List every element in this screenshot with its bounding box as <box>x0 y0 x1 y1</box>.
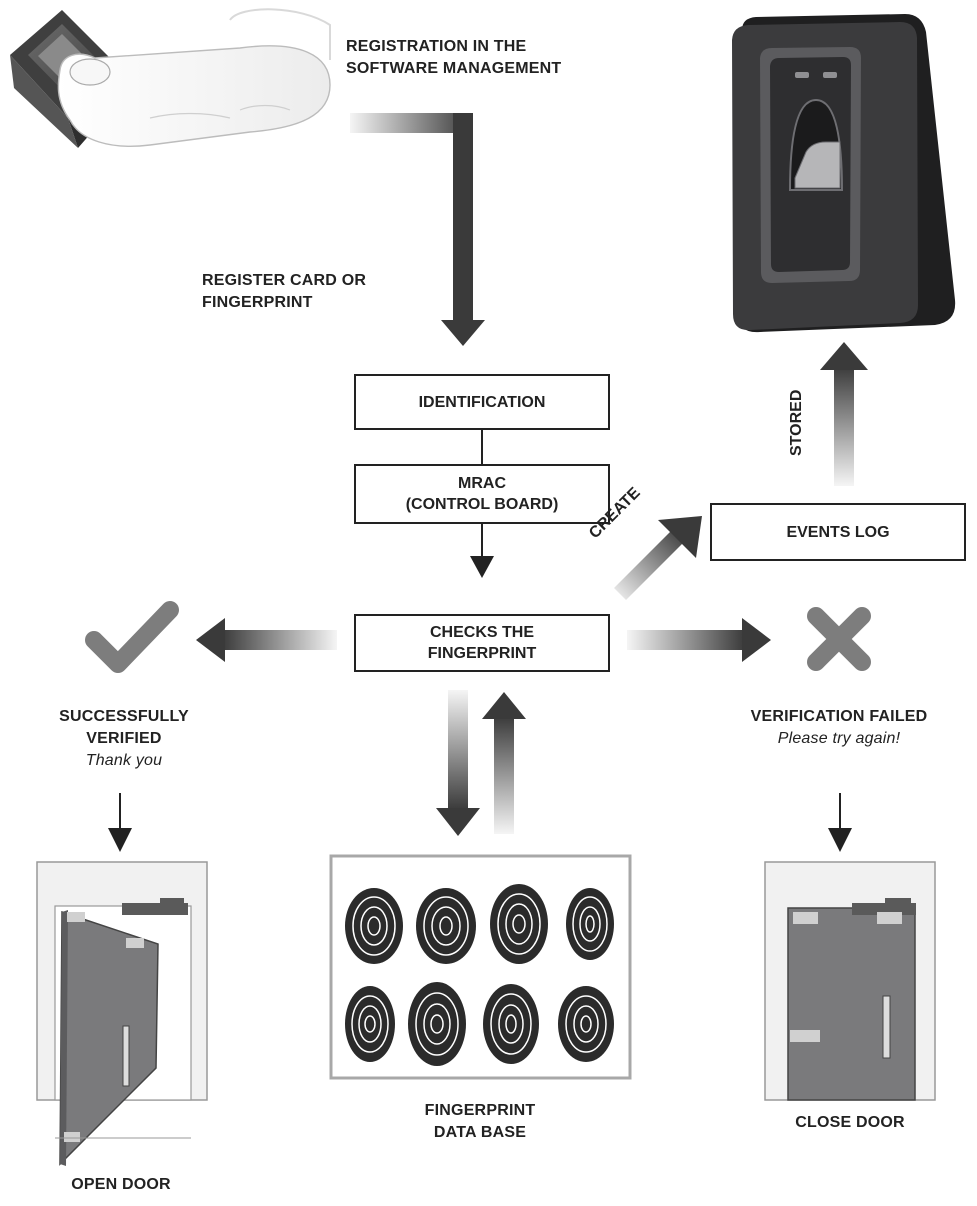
register-label-line2: FINGERPRINT <box>202 294 313 311</box>
fingerprint-icon <box>416 888 476 964</box>
stored-label: STORED <box>788 389 805 456</box>
events-log-label: EVENTS LOG <box>786 523 890 541</box>
mrac-checks-arrow <box>470 524 494 578</box>
database-label: FINGERPRINT DATA BASE <box>380 1100 580 1144</box>
finger-scanner-icon <box>10 8 331 148</box>
identification-label: IDENTIFICATION <box>418 393 546 411</box>
fingerprint-icon <box>408 982 466 1066</box>
registration-label-line2: SOFTWARE MANAGEMENT <box>346 60 562 77</box>
database-label-line1: FINGERPRINT <box>424 1102 536 1119</box>
fingerprint-icon <box>566 888 614 960</box>
checks-label-line1: CHECKS THE <box>429 624 534 641</box>
open-door-flow-arrow <box>108 793 132 852</box>
fingerprint-icon <box>483 984 539 1064</box>
cross-icon <box>807 607 871 671</box>
fingerprint-icon <box>345 888 403 964</box>
open-door-icon <box>36 861 208 1166</box>
success-label: SUCCESSFULLY VERIFIED Thank you <box>24 706 224 772</box>
mrac-label: MRAC <box>458 475 506 492</box>
failure-title: VERIFICATION FAILED <box>750 708 928 725</box>
failure-arrow <box>627 618 771 662</box>
closed-door-icon <box>764 861 936 1101</box>
query-database-arrow <box>436 690 480 836</box>
create-arrow <box>614 516 702 600</box>
registration-label-line1: REGISTRATION IN THE <box>346 38 527 55</box>
register-label-line1: REGISTER CARD OR <box>202 272 367 289</box>
mrac-box: MRAC (CONTROL BOARD) <box>354 464 610 524</box>
database-label-line2: DATA BASE <box>433 1124 527 1141</box>
stored-arrow <box>820 342 868 486</box>
mrac-sublabel: (CONTROL BOARD) <box>405 496 559 513</box>
success-note: Thank you <box>85 752 163 769</box>
checks-fingerprint-box: CHECKS THE FINGERPRINT <box>354 614 610 672</box>
failure-note: Please try again! <box>777 730 901 747</box>
close-door-label: CLOSE DOOR <box>795 1114 905 1131</box>
registration-arrow <box>350 113 485 346</box>
success-arrow <box>196 618 337 662</box>
open-door-label: OPEN DOOR <box>71 1176 171 1193</box>
fingerprint-icon <box>345 986 395 1062</box>
close-door-flow-arrow <box>828 793 852 852</box>
database-response-arrow <box>482 692 526 834</box>
checkmark-icon <box>85 601 179 673</box>
registration-label: REGISTRATION IN THE SOFTWARE MANAGEMENT <box>346 36 561 80</box>
fingerprint-icon <box>490 884 548 964</box>
register-label: REGISTER CARD OR FINGERPRINT <box>202 270 366 314</box>
identification-box: IDENTIFICATION <box>354 374 610 430</box>
success-label-line1: SUCCESSFULLY <box>59 708 189 725</box>
fingerprint-reader-icon <box>732 14 956 333</box>
fingerprint-database-panel <box>329 854 632 1080</box>
checks-label-line2: FINGERPRINT <box>427 645 537 662</box>
fingerprint-icon <box>558 986 614 1062</box>
failure-label: VERIFICATION FAILED Please try again! <box>718 706 960 750</box>
success-label-line2: VERIFIED <box>86 730 162 747</box>
events-log-box: EVENTS LOG <box>710 503 966 561</box>
